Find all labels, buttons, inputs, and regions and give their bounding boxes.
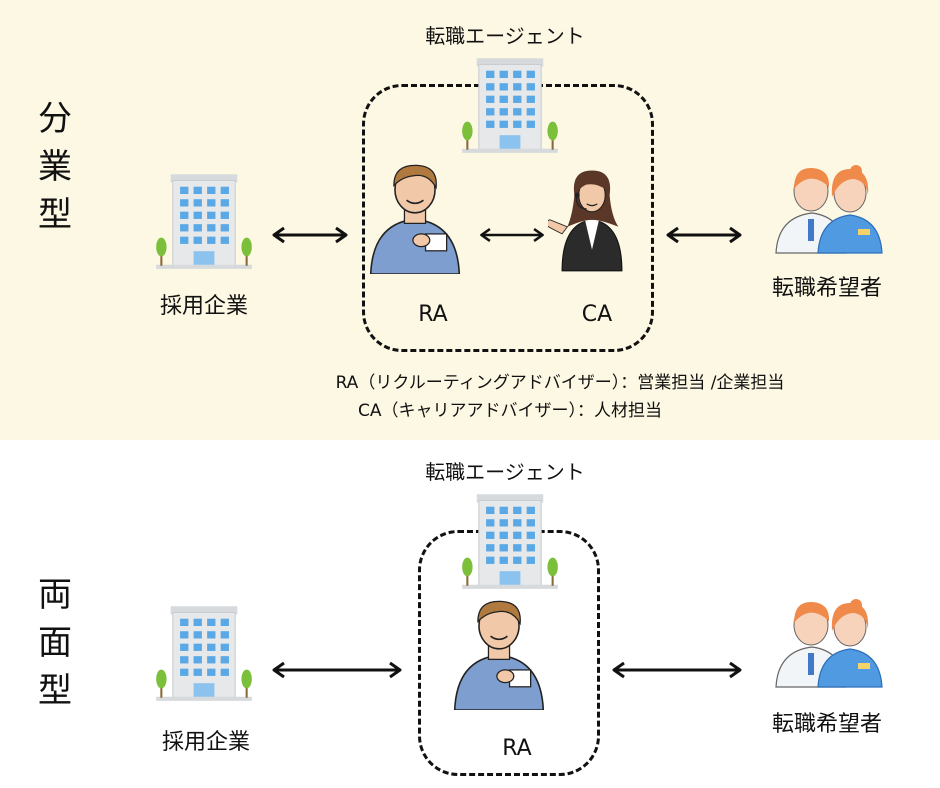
double-arrow-icon <box>664 225 744 245</box>
double-arrow-icon <box>270 225 350 245</box>
building-icon <box>458 52 562 156</box>
company-label: 採用企業 <box>161 730 250 755</box>
agent-label: 転職エージェント <box>425 24 585 48</box>
seekers-icon <box>774 596 884 688</box>
building-icon <box>458 488 562 592</box>
division-type-title: 分 業 型 <box>38 102 72 232</box>
title-char: 面 <box>38 623 72 663</box>
division-type-panel <box>0 0 940 440</box>
ra-label: RA <box>502 736 532 761</box>
double-arrow-icon <box>478 225 546 245</box>
role-note: RA（リクルーティングアドバイザー）：営業担当 /企業担当 <box>335 373 785 393</box>
double-arrow-icon <box>612 661 742 679</box>
title-char: 型 <box>38 195 72 235</box>
dual-type-title: 両 面 型 <box>38 578 72 708</box>
ca-label: CA <box>581 302 613 327</box>
agent-label: 転職エージェント <box>425 460 585 484</box>
building-icon <box>152 168 256 272</box>
role-note: CA（キャリアアドバイザー）：人材担当 <box>358 401 662 421</box>
seeker-label: 転職希望者 <box>771 276 882 301</box>
ra-label: RA <box>418 302 448 327</box>
seekers-icon <box>774 162 884 254</box>
double-arrow-icon <box>272 661 402 679</box>
title-char: 両 <box>38 575 72 615</box>
title-char: 分 <box>38 99 72 139</box>
title-char: 業 <box>38 147 72 187</box>
title-char: 型 <box>38 671 72 711</box>
ra-person-icon <box>446 594 552 710</box>
seeker-label: 転職希望者 <box>771 712 882 737</box>
ra-person-icon <box>362 158 468 274</box>
building-icon <box>152 600 256 704</box>
company-label: 採用企業 <box>159 294 248 319</box>
ca-person-icon <box>548 156 636 280</box>
